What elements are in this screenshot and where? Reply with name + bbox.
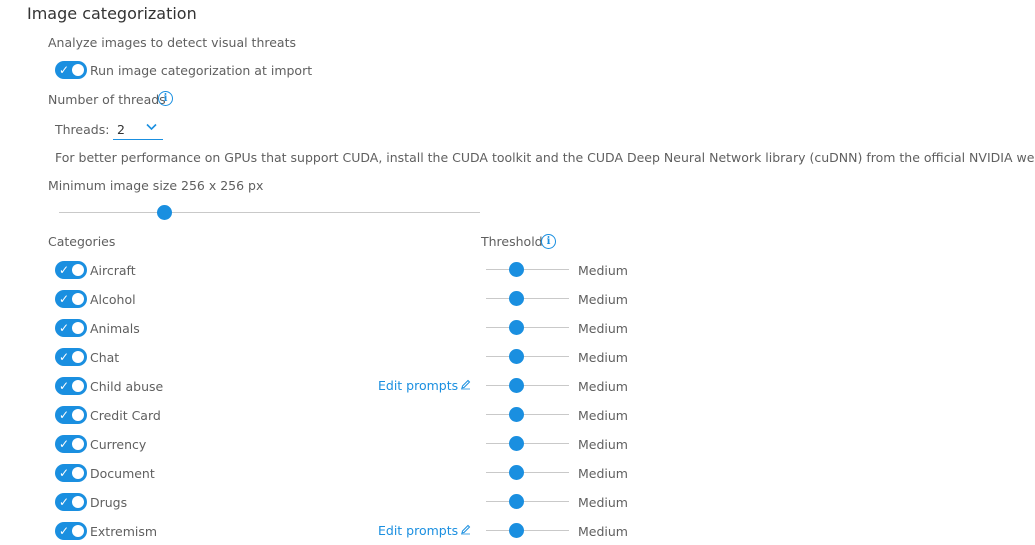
category-toggle[interactable]: ✓: [55, 522, 87, 540]
threshold-track: [486, 530, 569, 531]
threshold-value: Medium: [578, 408, 628, 423]
threshold-slider-thumb[interactable]: [509, 407, 524, 422]
threshold-track: [486, 385, 569, 386]
category-toggle[interactable]: ✓: [55, 464, 87, 482]
category-toggle[interactable]: ✓: [55, 377, 87, 395]
category-name: Chat: [90, 350, 120, 365]
category-name: Animals: [90, 321, 140, 336]
pencil-icon: [460, 523, 471, 538]
category-name: Extremism: [90, 524, 158, 539]
run-at-import-label: Run image categorization at import: [90, 63, 313, 78]
threshold-value: Medium: [578, 350, 628, 365]
min-size-track: [59, 212, 480, 213]
threshold-value: Medium: [578, 321, 628, 336]
category-toggle[interactable]: ✓: [55, 348, 87, 366]
edit-prompts-label: Edit prompts: [378, 523, 459, 538]
category-name: Alcohol: [90, 292, 136, 307]
threshold-slider-thumb[interactable]: [509, 349, 524, 364]
toggle-knob: [72, 467, 84, 479]
threshold-value: Medium: [578, 379, 628, 394]
categories-header: Categories: [48, 234, 116, 249]
threshold-value: Medium: [578, 466, 628, 481]
toggle-knob: [72, 264, 84, 276]
threads-heading: Number of threads: [48, 92, 166, 107]
check-icon: ✓: [59, 292, 70, 306]
check-icon: ✓: [59, 350, 70, 364]
toggle-knob: [72, 64, 84, 76]
threshold-track: [486, 356, 569, 357]
threshold-track: [486, 443, 569, 444]
category-toggle[interactable]: ✓: [55, 406, 87, 424]
toggle-knob: [72, 293, 84, 305]
threshold-value: Medium: [578, 437, 628, 452]
threshold-slider-thumb[interactable]: [509, 320, 524, 335]
run-at-import-toggle[interactable]: ✓: [55, 61, 87, 79]
section-title: Image categorization: [27, 4, 197, 23]
category-toggle[interactable]: ✓: [55, 261, 87, 279]
threshold-slider-thumb[interactable]: [509, 291, 524, 306]
threshold-slider-thumb[interactable]: [509, 262, 524, 277]
threshold-slider-thumb[interactable]: [509, 436, 524, 451]
min-size-label: Minimum image size 256 x 256 px: [48, 178, 264, 193]
check-icon: ✓: [59, 263, 70, 277]
check-icon: ✓: [59, 466, 70, 480]
toggle-knob: [72, 438, 84, 450]
category-name: Drugs: [90, 495, 128, 510]
check-icon: ✓: [59, 524, 70, 538]
category-toggle[interactable]: ✓: [55, 493, 87, 511]
category-toggle[interactable]: ✓: [55, 435, 87, 453]
threshold-track: [486, 501, 569, 502]
threshold-slider-thumb[interactable]: [509, 494, 524, 509]
threshold-slider-thumb[interactable]: [509, 523, 524, 538]
check-icon: ✓: [59, 63, 70, 77]
threads-label: Threads:: [55, 122, 110, 137]
category-name: Credit Card: [90, 408, 161, 423]
chevron-down-icon: [146, 121, 157, 134]
threshold-value: Medium: [578, 524, 628, 539]
check-icon: ✓: [59, 321, 70, 335]
category-name: Child abuse: [90, 379, 164, 394]
pencil-icon: [460, 378, 471, 393]
threshold-track: [486, 472, 569, 473]
threshold-value: Medium: [578, 292, 628, 307]
min-size-slider-thumb[interactable]: [156, 205, 172, 220]
threads-select[interactable]: 2: [113, 118, 163, 140]
toggle-knob: [72, 322, 84, 334]
toggle-knob: [72, 380, 84, 392]
threads-value: 2: [117, 122, 125, 137]
check-icon: ✓: [59, 495, 70, 509]
toggle-knob: [72, 525, 84, 537]
toggle-knob: [72, 409, 84, 421]
check-icon: ✓: [59, 437, 70, 451]
category-name: Document: [90, 466, 155, 481]
check-icon: ✓: [59, 408, 70, 422]
info-icon[interactable]: i: [158, 91, 173, 106]
category-toggle[interactable]: ✓: [55, 319, 87, 337]
toggle-knob: [72, 496, 84, 508]
cuda-note: For better performance on GPUs that supp…: [55, 150, 1035, 165]
toggle-knob: [72, 351, 84, 363]
edit-prompts-link[interactable]: Edit prompts: [378, 378, 471, 393]
threshold-value: Medium: [578, 263, 628, 278]
edit-prompts-link[interactable]: Edit prompts: [378, 523, 471, 538]
threshold-track: [486, 269, 569, 270]
threshold-header: Threshold: [481, 234, 543, 249]
threshold-slider-thumb[interactable]: [509, 378, 524, 393]
category-name: Currency: [90, 437, 147, 452]
category-name: Aircraft: [90, 263, 136, 278]
threshold-slider-thumb[interactable]: [509, 465, 524, 480]
threshold-track: [486, 327, 569, 328]
edit-prompts-label: Edit prompts: [378, 378, 459, 393]
threshold-track: [486, 414, 569, 415]
threshold-track: [486, 298, 569, 299]
threshold-info-icon[interactable]: i: [541, 234, 556, 249]
check-icon: ✓: [59, 379, 70, 393]
select-underline: [113, 139, 163, 140]
analyze-label: Analyze images to detect visual threats: [48, 35, 296, 50]
category-toggle[interactable]: ✓: [55, 290, 87, 308]
threshold-value: Medium: [578, 495, 628, 510]
